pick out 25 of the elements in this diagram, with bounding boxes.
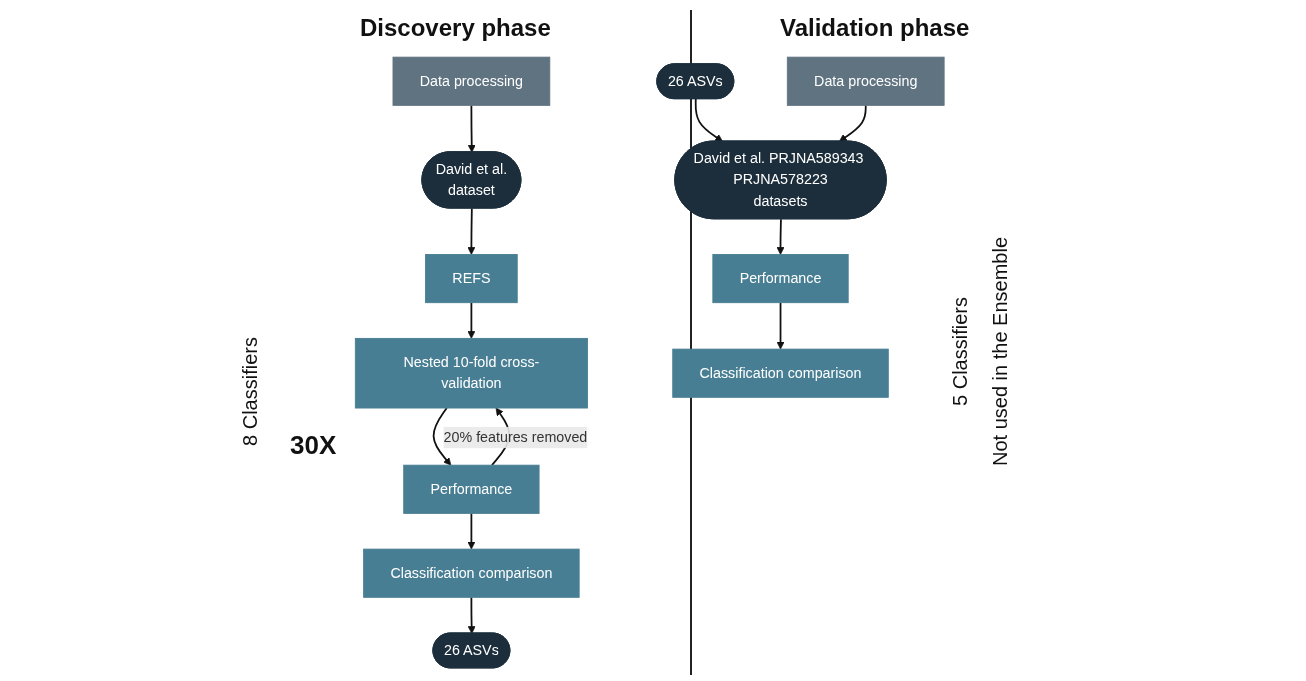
- edge-label: 20% features removed: [443, 429, 588, 445]
- arrow: [468, 596, 476, 634]
- arrow: [467, 512, 476, 550]
- multiplier-label: 30X: [290, 430, 337, 461]
- node-box: Data processing: [392, 56, 551, 106]
- node-box: Classification comparison: [363, 548, 580, 598]
- node-box: Performance: [403, 464, 540, 514]
- node-box: Nested 10-fold cross-validation: [355, 337, 589, 409]
- note: Not used in the Ensemble: [988, 237, 1012, 466]
- bracket-label: 8 Classifiers: [238, 337, 262, 446]
- arrow: [468, 104, 476, 153]
- arrow: [695, 98, 724, 142]
- node-box: Performance: [712, 254, 849, 304]
- node-box: REFS: [425, 254, 518, 304]
- section-heading: Discovery phase: [360, 14, 551, 42]
- section-heading: Validation phase: [780, 14, 970, 42]
- arrow: [432, 407, 452, 466]
- arrow: [467, 207, 476, 255]
- arrow: [776, 301, 785, 350]
- arrow: [776, 218, 785, 255]
- arrow: [839, 104, 867, 142]
- bracket-label: 5 Classifiers: [948, 297, 972, 406]
- arrow: [467, 301, 476, 339]
- node-box: Classification comparison: [672, 348, 889, 398]
- node-box: Data processing: [787, 56, 945, 106]
